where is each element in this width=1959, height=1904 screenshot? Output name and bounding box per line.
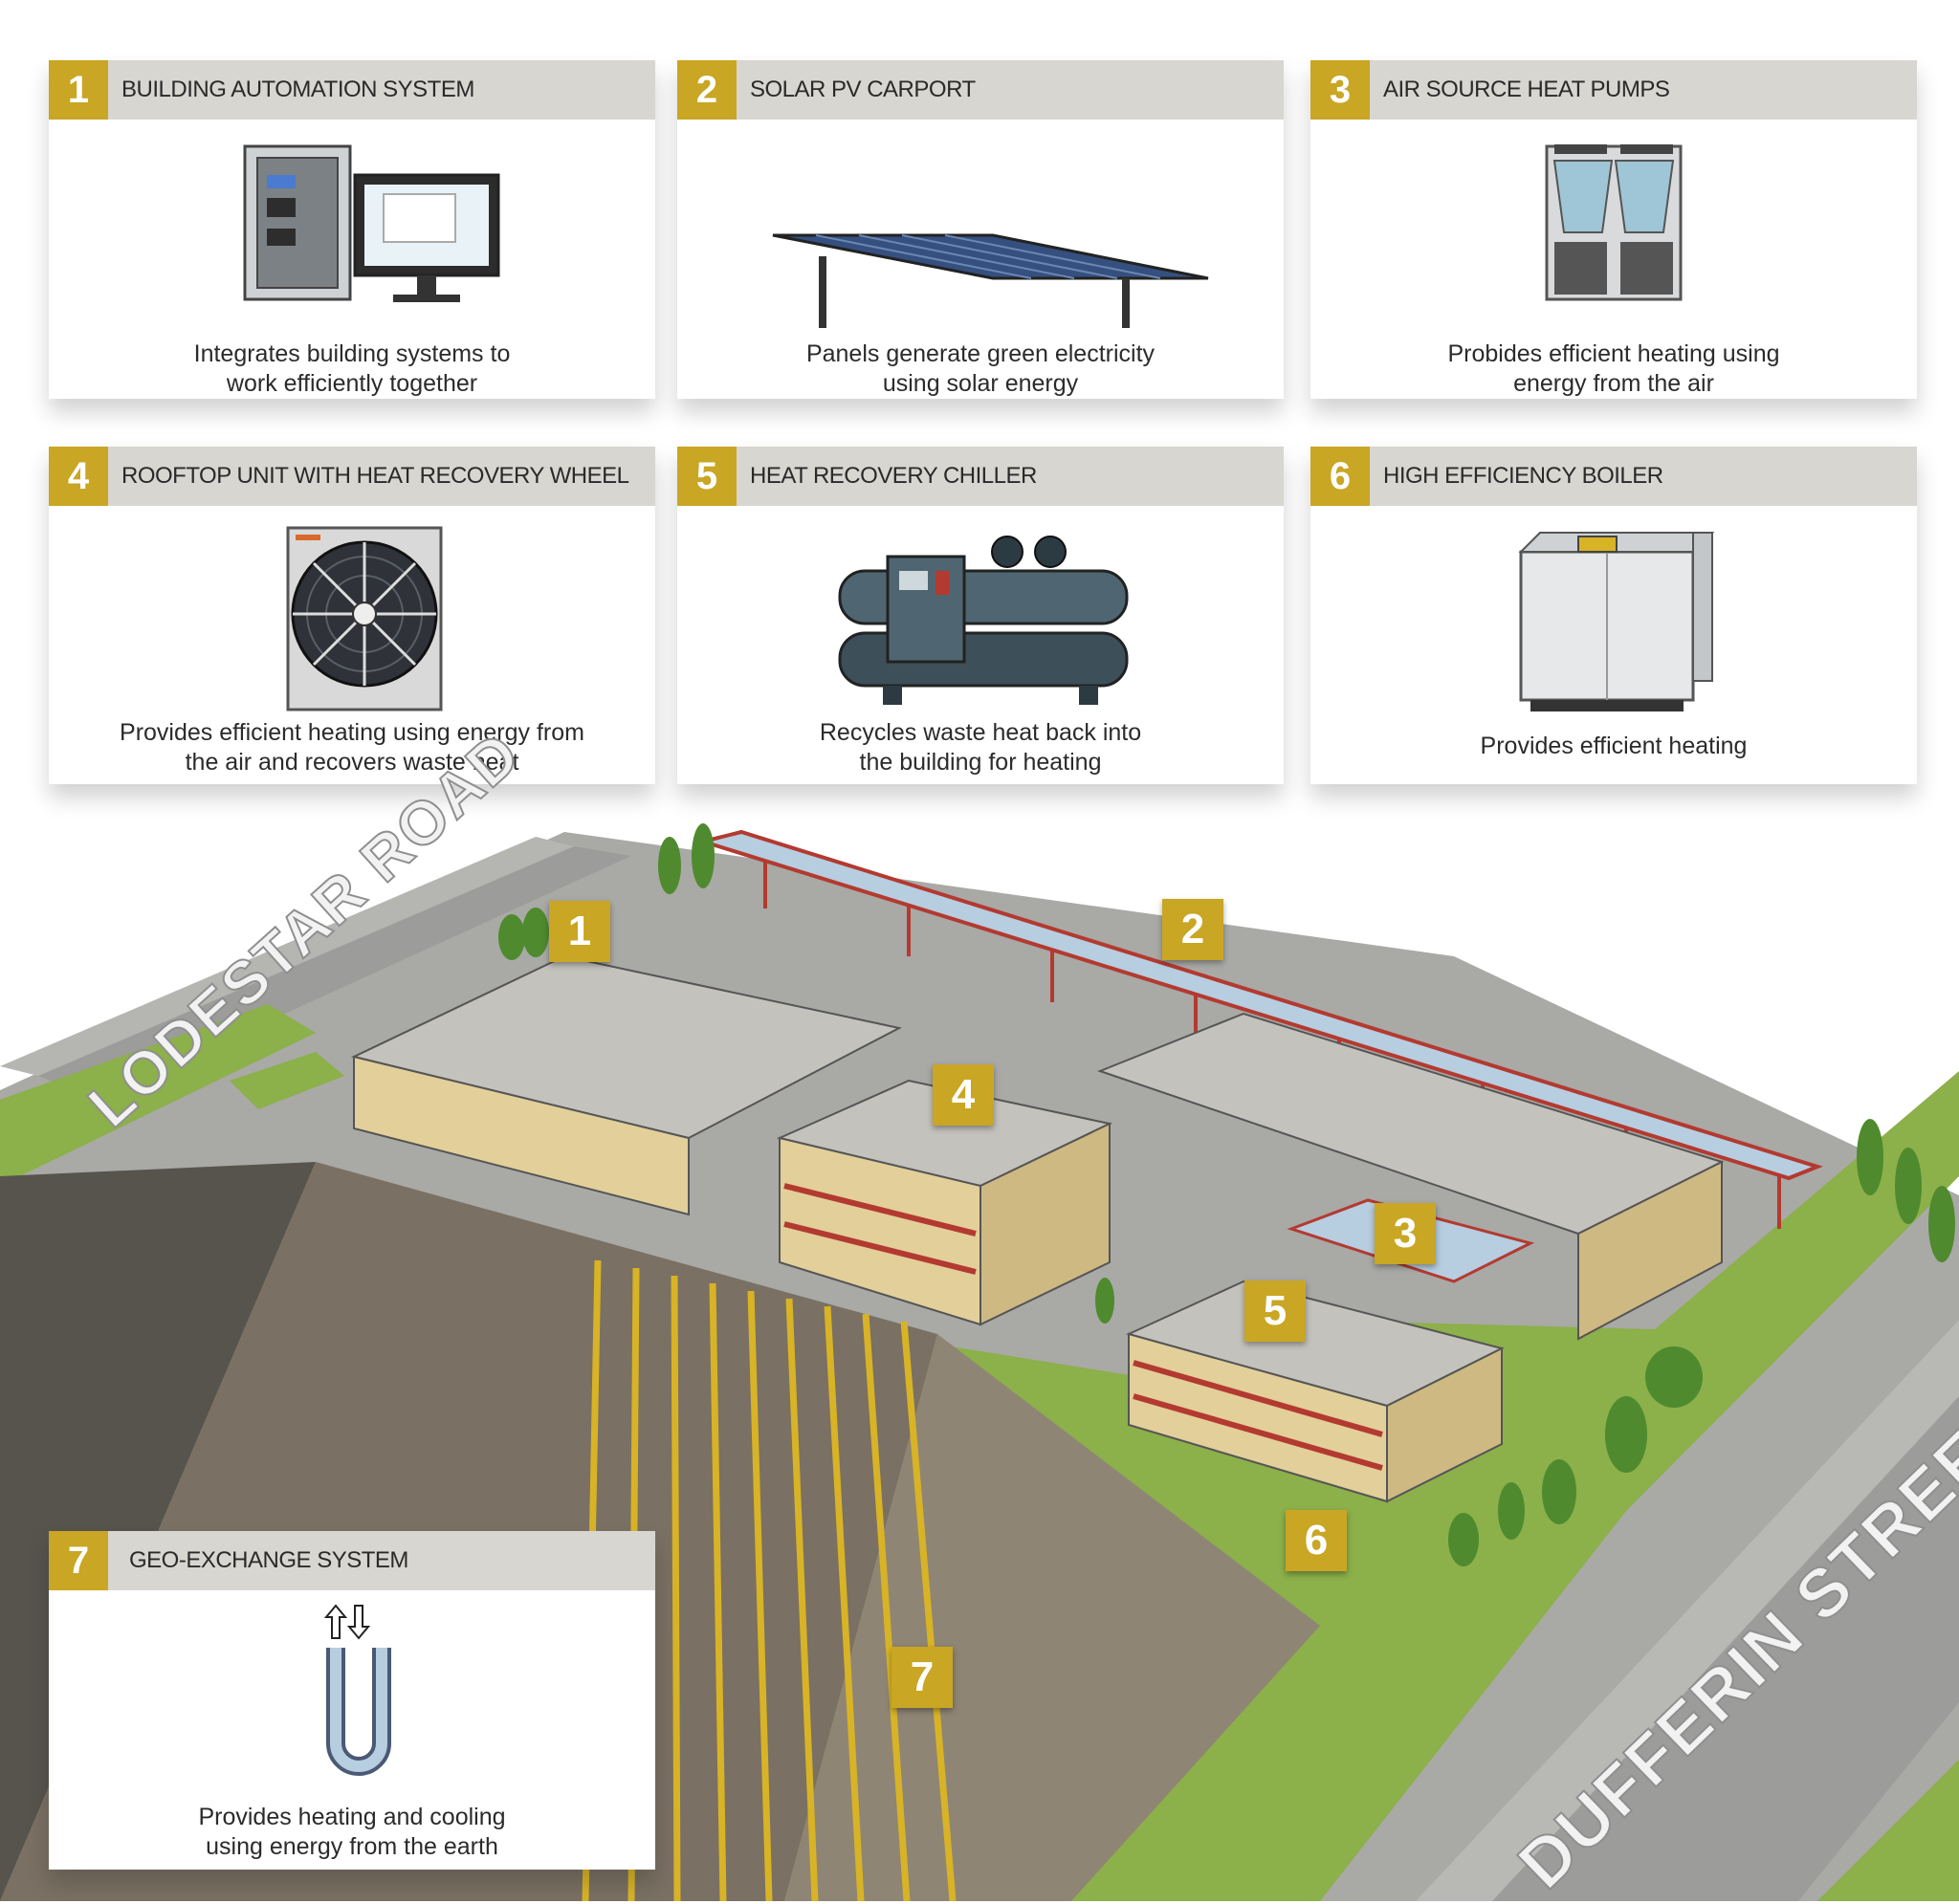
card-number-badge: 3 (1310, 60, 1370, 120)
heat-recovery-wheel-icon (286, 526, 443, 711)
card-header: 5 HEAT RECOVERY CHILLER (677, 447, 1284, 506)
description-line: Provides efficient heating (1480, 733, 1748, 759)
map-badge-3: 3 (1375, 1203, 1436, 1264)
card-title: ROOFTOP UNIT WITH HEAT RECOVERY WHEEL (121, 463, 629, 489)
card-heat-recovery-chiller: 5 HEAT RECOVERY CHILLER Recycles waste h… (677, 447, 1284, 784)
card-title: SOLAR PV CARPORT (750, 77, 976, 102)
description-line: Probides efficient heating using (1447, 340, 1780, 367)
description-line: Provides efficient heating using energy … (120, 719, 584, 746)
card-title: HEAT RECOVERY CHILLER (750, 463, 1037, 489)
card-title: HIGH EFFICIENCY BOILER (1383, 463, 1663, 489)
dufferin-street-far (1817, 1760, 1959, 1901)
geo-exchange-pipes (582, 1259, 957, 1901)
building-west-wall (353, 1055, 690, 1216)
card-title: GEO-EXCHANGE SYSTEM (129, 1547, 408, 1573)
heat-pump-icon (1545, 144, 1683, 301)
control-panel-monitor-icon (243, 144, 500, 302)
card-high-efficiency-boiler: 6 HIGH EFFICIENCY BOILER Provides effici… (1310, 447, 1917, 784)
description-line: energy from the air (1513, 370, 1714, 397)
u-pipe-loop-icon (323, 1604, 391, 1776)
card-description: Provides efficient heating (1330, 732, 1898, 761)
map-badge-1: 1 (549, 901, 610, 962)
map-badge-5: 5 (1244, 1280, 1306, 1342)
building-east-wall (1577, 1160, 1723, 1341)
description-line: the building for heating (859, 749, 1102, 776)
card-number-badge: 4 (49, 447, 108, 506)
trees (498, 823, 1955, 1566)
grass-strip-left (0, 1004, 316, 1186)
description-line: Integrates building systems to (193, 340, 511, 367)
description-line: Provides heating and cooling (198, 1804, 506, 1830)
card-solar-pv-carport: 2 SOLAR PV CARPORT Panels generate green… (677, 60, 1284, 399)
description-line: using solar energy (882, 370, 1079, 397)
card-header: 1 BUILDING AUTOMATION SYSTEM (49, 60, 655, 120)
card-number-badge: 1 (49, 60, 108, 120)
card-building-automation: 1 BUILDING AUTOMATION SYSTEM Integrates … (49, 60, 655, 399)
card-description: Recycles waste heat back into the buildi… (696, 718, 1265, 777)
description-line: the air and recovers waste heat (185, 749, 519, 776)
grass-patch-corner (230, 1052, 344, 1109)
card-description: Panels generate green electricity using … (696, 339, 1265, 399)
map-badge-2: 2 (1162, 899, 1223, 960)
dufferin-street-band (1416, 1320, 1959, 1901)
description-line: using energy from the earth (206, 1833, 498, 1860)
card-description: Provides heating and cooling using energ… (68, 1803, 636, 1862)
description-line: Recycles waste heat back into (819, 719, 1142, 746)
boiler-icon (1518, 532, 1715, 711)
description-line: work efficiently together (226, 370, 478, 397)
card-header: 3 AIR SOURCE HEAT PUMPS (1310, 60, 1917, 120)
card-header: 2 SOLAR PV CARPORT (677, 60, 1284, 120)
card-description: Provides efficient heating using energy … (68, 718, 636, 777)
card-geo-exchange: 7 GEO-EXCHANGE SYSTEM Provides heating a… (49, 1531, 655, 1870)
building-tower-side (980, 1122, 1111, 1326)
card-header: 7 GEO-EXCHANGE SYSTEM (49, 1531, 655, 1590)
solar-carport-canopy (695, 829, 1823, 1181)
card-title: BUILDING AUTOMATION SYSTEM (121, 77, 474, 102)
solar-carport-icon (772, 233, 1209, 328)
card-rooftop-unit: 4 ROOFTOP UNIT WITH HEAT RECOVERY WHEEL … (49, 447, 655, 784)
description-line: Panels generate green electricity (805, 340, 1156, 367)
chiller-icon (838, 536, 1129, 705)
card-number-badge: 5 (677, 447, 737, 506)
card-number-badge: 7 (49, 1531, 108, 1590)
red-sunshades (783, 1183, 1383, 1471)
card-air-source-heat-pumps: 3 AIR SOURCE HEAT PUMPS Probides efficie… (1310, 60, 1917, 399)
lodestar-road-band (0, 837, 574, 1076)
map-badge-4: 4 (933, 1064, 994, 1126)
card-description: Probides efficient heating using energy … (1330, 339, 1898, 399)
card-number-badge: 2 (677, 60, 737, 120)
card-header: 4 ROOFTOP UNIT WITH HEAT RECOVERY WHEEL (49, 447, 655, 506)
map-badge-6: 6 (1286, 1510, 1347, 1571)
building-south-side (1386, 1346, 1503, 1503)
card-description: Integrates building systems to work effi… (68, 339, 636, 399)
card-header: 6 HIGH EFFICIENCY BOILER (1310, 447, 1917, 506)
card-title: AIR SOURCE HEAT PUMPS (1383, 77, 1670, 102)
map-badge-7: 7 (891, 1647, 953, 1708)
card-number-badge: 6 (1310, 447, 1370, 506)
